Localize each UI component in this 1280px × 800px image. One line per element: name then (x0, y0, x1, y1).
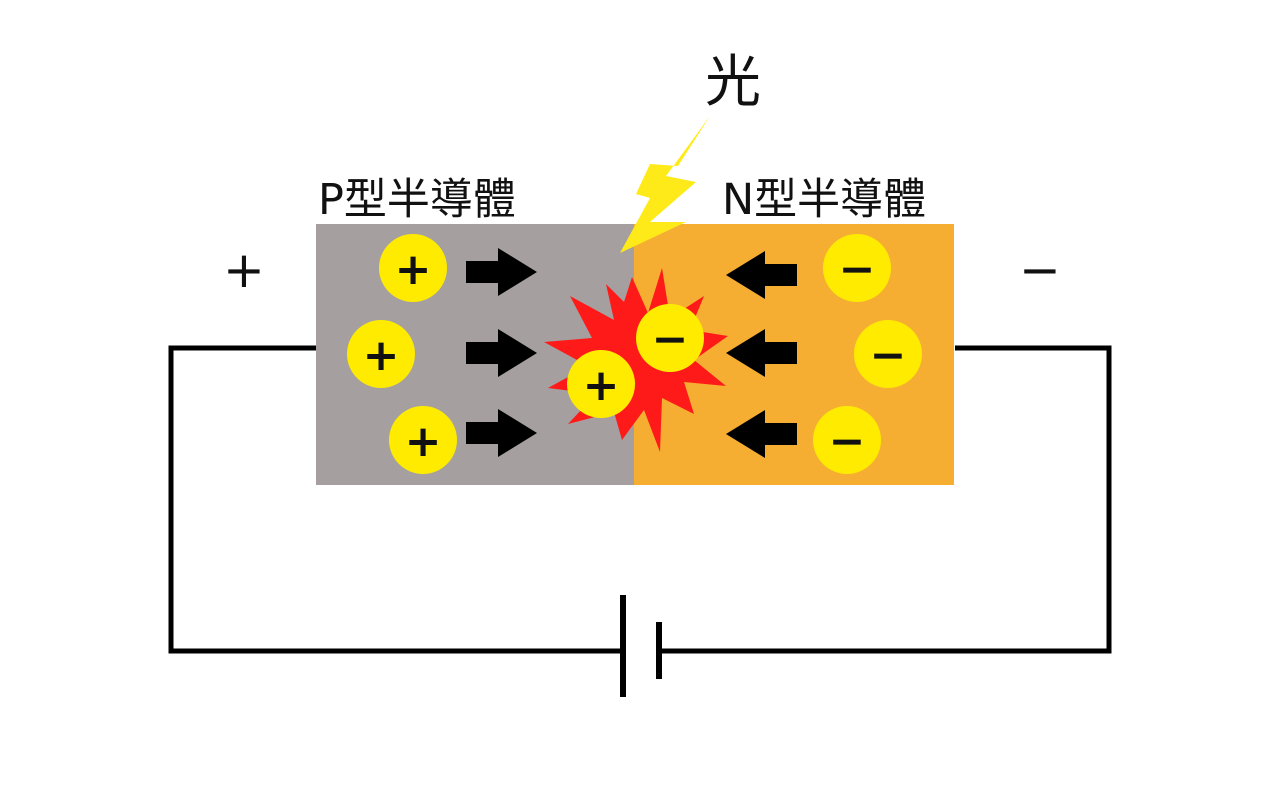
right-wire (660, 345, 1112, 654)
electron-carrier: − (813, 406, 881, 474)
recombining-electron: − (636, 304, 704, 372)
arrow-left-icon (726, 329, 797, 377)
arrow-left-icon (726, 251, 797, 299)
n-region-label: N型半導體 (722, 175, 926, 225)
electron-sign: − (652, 314, 689, 365)
hole-carrier: + (389, 406, 457, 474)
hole-carrier: + (347, 320, 415, 388)
negative-terminal-label: − (1019, 241, 1061, 299)
hole-sign: + (583, 360, 620, 411)
hole-sign: + (405, 416, 442, 467)
arrow-left-icon (726, 410, 797, 458)
p-region-label: P型半導體 (318, 175, 516, 225)
recombining-hole: + (567, 350, 635, 418)
arrow-right-icon (466, 248, 537, 296)
battery-symbol-icon (620, 595, 662, 697)
electron-sign: − (829, 416, 866, 467)
left-wire (168, 345, 622, 654)
positive-terminal-label: + (223, 241, 265, 299)
electron-carrier: − (854, 320, 922, 388)
circuit-wire (168, 345, 1112, 654)
electron-sign: − (870, 330, 907, 381)
light-label: 光 (705, 50, 761, 115)
arrow-right-icon (466, 409, 537, 457)
arrow-right-icon (466, 329, 537, 377)
hole-carrier: + (379, 234, 447, 302)
electron-sign: − (839, 244, 876, 295)
hole-sign: + (363, 330, 400, 381)
electron-carrier: − (823, 234, 891, 302)
hole-sign: + (395, 244, 432, 295)
lightning-bolt-icon (620, 116, 710, 253)
